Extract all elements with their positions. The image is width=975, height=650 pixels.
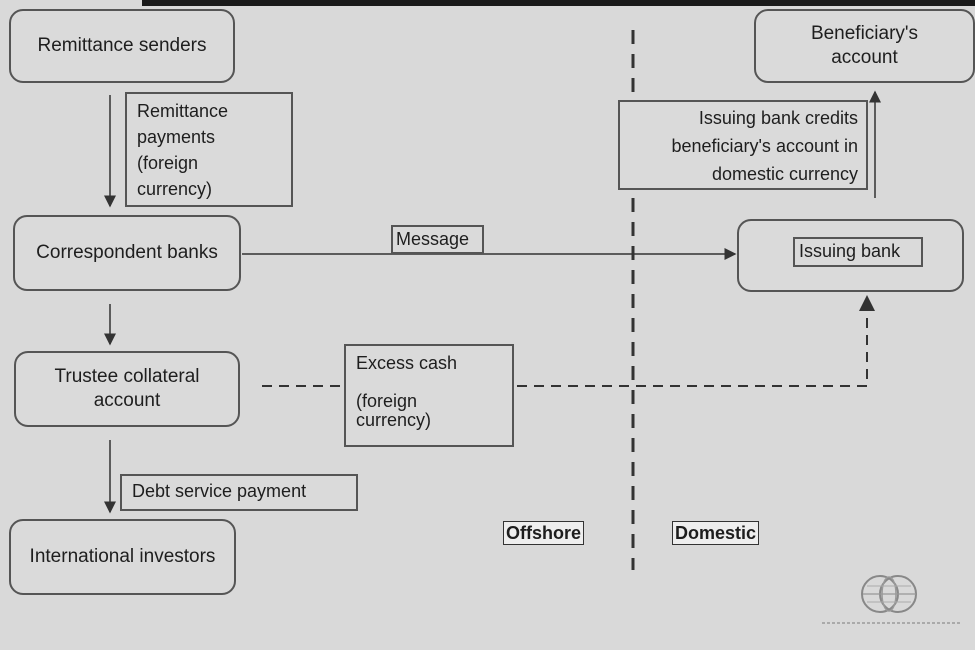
zone-offshore: Offshore (503, 521, 585, 545)
label-issuing-credits: Issuing bank credits beneficiary's accou… (618, 100, 868, 190)
logo-tagline-mark (822, 622, 962, 624)
node-trustee-collateral: Trustee collateral account (14, 351, 240, 427)
label-excess-cash: Excess cash (foreign currency) (344, 344, 514, 447)
node-international-investors: International investors (9, 519, 236, 595)
zone-domestic: Domestic (672, 521, 760, 545)
label-debt-service: Debt service payment (120, 474, 358, 511)
globe-logo-icon (861, 575, 917, 613)
node-beneficiary-account: Beneficiary's account (754, 9, 975, 83)
node-issuing-bank: Issuing bank (793, 237, 923, 267)
label-remittance-payments: Remittance payments (foreign currency) (125, 92, 293, 207)
node-correspondent-banks: Correspondent banks (13, 215, 241, 291)
label-message: Message (391, 225, 484, 254)
arrow-excess-cash (262, 295, 875, 387)
top-rule (142, 0, 975, 6)
node-remittance-senders: Remittance senders (9, 9, 235, 83)
